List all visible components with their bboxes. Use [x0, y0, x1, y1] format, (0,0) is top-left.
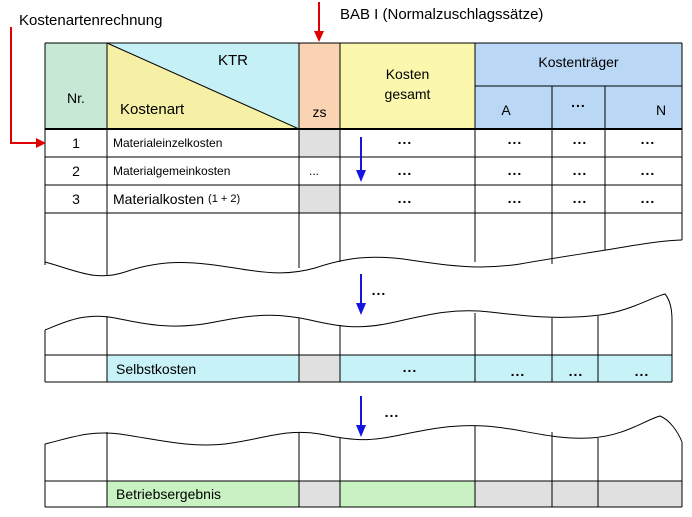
- row2-zs: ...: [308, 164, 319, 178]
- row3-nr: 3: [72, 191, 80, 207]
- wave-middle: [44, 293, 673, 331]
- title-bab: BAB I (Normalzuschlagssätze): [340, 6, 544, 23]
- title-kostenartenrechnung: Kostenartenrechnung: [19, 12, 163, 29]
- zs-header-fill: [299, 43, 340, 129]
- row3-kostenart-wrap: Materialkosten (1 + 2): [113, 185, 240, 213]
- header-ktr: KTR: [218, 52, 248, 69]
- header-sub-a: A: [501, 102, 511, 118]
- betriebsergebnis-label: Betriebsergebnis: [116, 486, 222, 502]
- selbstkosten-m: ...: [568, 363, 584, 379]
- row3-a: ...: [507, 190, 523, 206]
- wave-top: [44, 239, 683, 277]
- nr-header-fill: [45, 43, 107, 129]
- row3-kostenart-suffix: (1 + 2): [208, 193, 241, 205]
- kosten-gesamt-fill: [340, 43, 475, 129]
- selbst-gesamt-fill: [340, 355, 475, 382]
- selbstkosten-a: ...: [510, 363, 526, 379]
- row2-a: ...: [507, 162, 523, 178]
- betrieb-zs-fill: [299, 481, 340, 507]
- row2-gesamt: ...: [397, 162, 413, 178]
- row1-n: ...: [640, 131, 656, 147]
- red-arrow-top-head: [314, 31, 324, 42]
- selbstkosten-fill: [107, 355, 299, 382]
- row3-m: ...: [572, 190, 588, 206]
- header-sub-n: N: [655, 102, 667, 118]
- header-sub-dots: ...: [571, 94, 586, 110]
- row1-a: ...: [507, 131, 523, 147]
- row3-kostenart: Materialkosten: [113, 191, 205, 207]
- row2-m: ...: [572, 162, 588, 178]
- wave-bottom: [44, 415, 683, 446]
- header-kostenart: Kostenart: [120, 101, 185, 118]
- betrieb-gesamt-fill: [340, 481, 475, 507]
- red-arrow-left: [10, 27, 38, 144]
- row2-kostenart: Materialgemeinkosten: [113, 164, 231, 178]
- betrieb-a-fill: [475, 481, 552, 507]
- betrieb-n-fill: [598, 481, 682, 507]
- row1-kostenart: Materialeinzelkosten: [113, 136, 223, 150]
- row1-m: ...: [572, 131, 588, 147]
- header-kostentraeger: Kostenträger: [538, 54, 619, 70]
- betrieb-m-fill: [552, 481, 598, 507]
- ellipsis-2: ...: [384, 404, 400, 420]
- row2-nr: 2: [72, 163, 80, 179]
- ellipsis-1: ...: [371, 282, 387, 298]
- row3-gesamt: ...: [397, 190, 413, 206]
- blue-arrow-1-head: [356, 170, 366, 182]
- blue-arrow-3-head: [356, 425, 366, 437]
- red-arrow-left-head: [36, 138, 46, 148]
- row1-gesamt: ...: [397, 131, 413, 147]
- betriebsergebnis-fill: [107, 481, 299, 507]
- row3-n: ...: [640, 190, 656, 206]
- row2-n: ...: [640, 162, 656, 178]
- row1-nr: 1: [72, 135, 80, 151]
- header-kosten-gesamt-1: Kosten: [385, 66, 430, 82]
- selbstkosten-label: Selbstkosten: [116, 360, 197, 377]
- blue-arrow-2-head: [356, 303, 366, 315]
- selbst-m-fill: [552, 355, 598, 382]
- header-nr: Nr.: [67, 90, 85, 106]
- selbstkosten-n: ...: [634, 363, 650, 379]
- zs-cell-row3: [299, 185, 340, 213]
- zs-cell-row1: [299, 129, 340, 157]
- selbst-zs-fill: [299, 355, 340, 382]
- selbst-a-fill: [475, 355, 552, 382]
- selbst-n-fill: [598, 355, 672, 382]
- header-zs: zs: [312, 104, 327, 120]
- selbstkosten-gesamt: ...: [402, 359, 418, 375]
- header-kosten-gesamt-2: gesamt: [384, 86, 431, 102]
